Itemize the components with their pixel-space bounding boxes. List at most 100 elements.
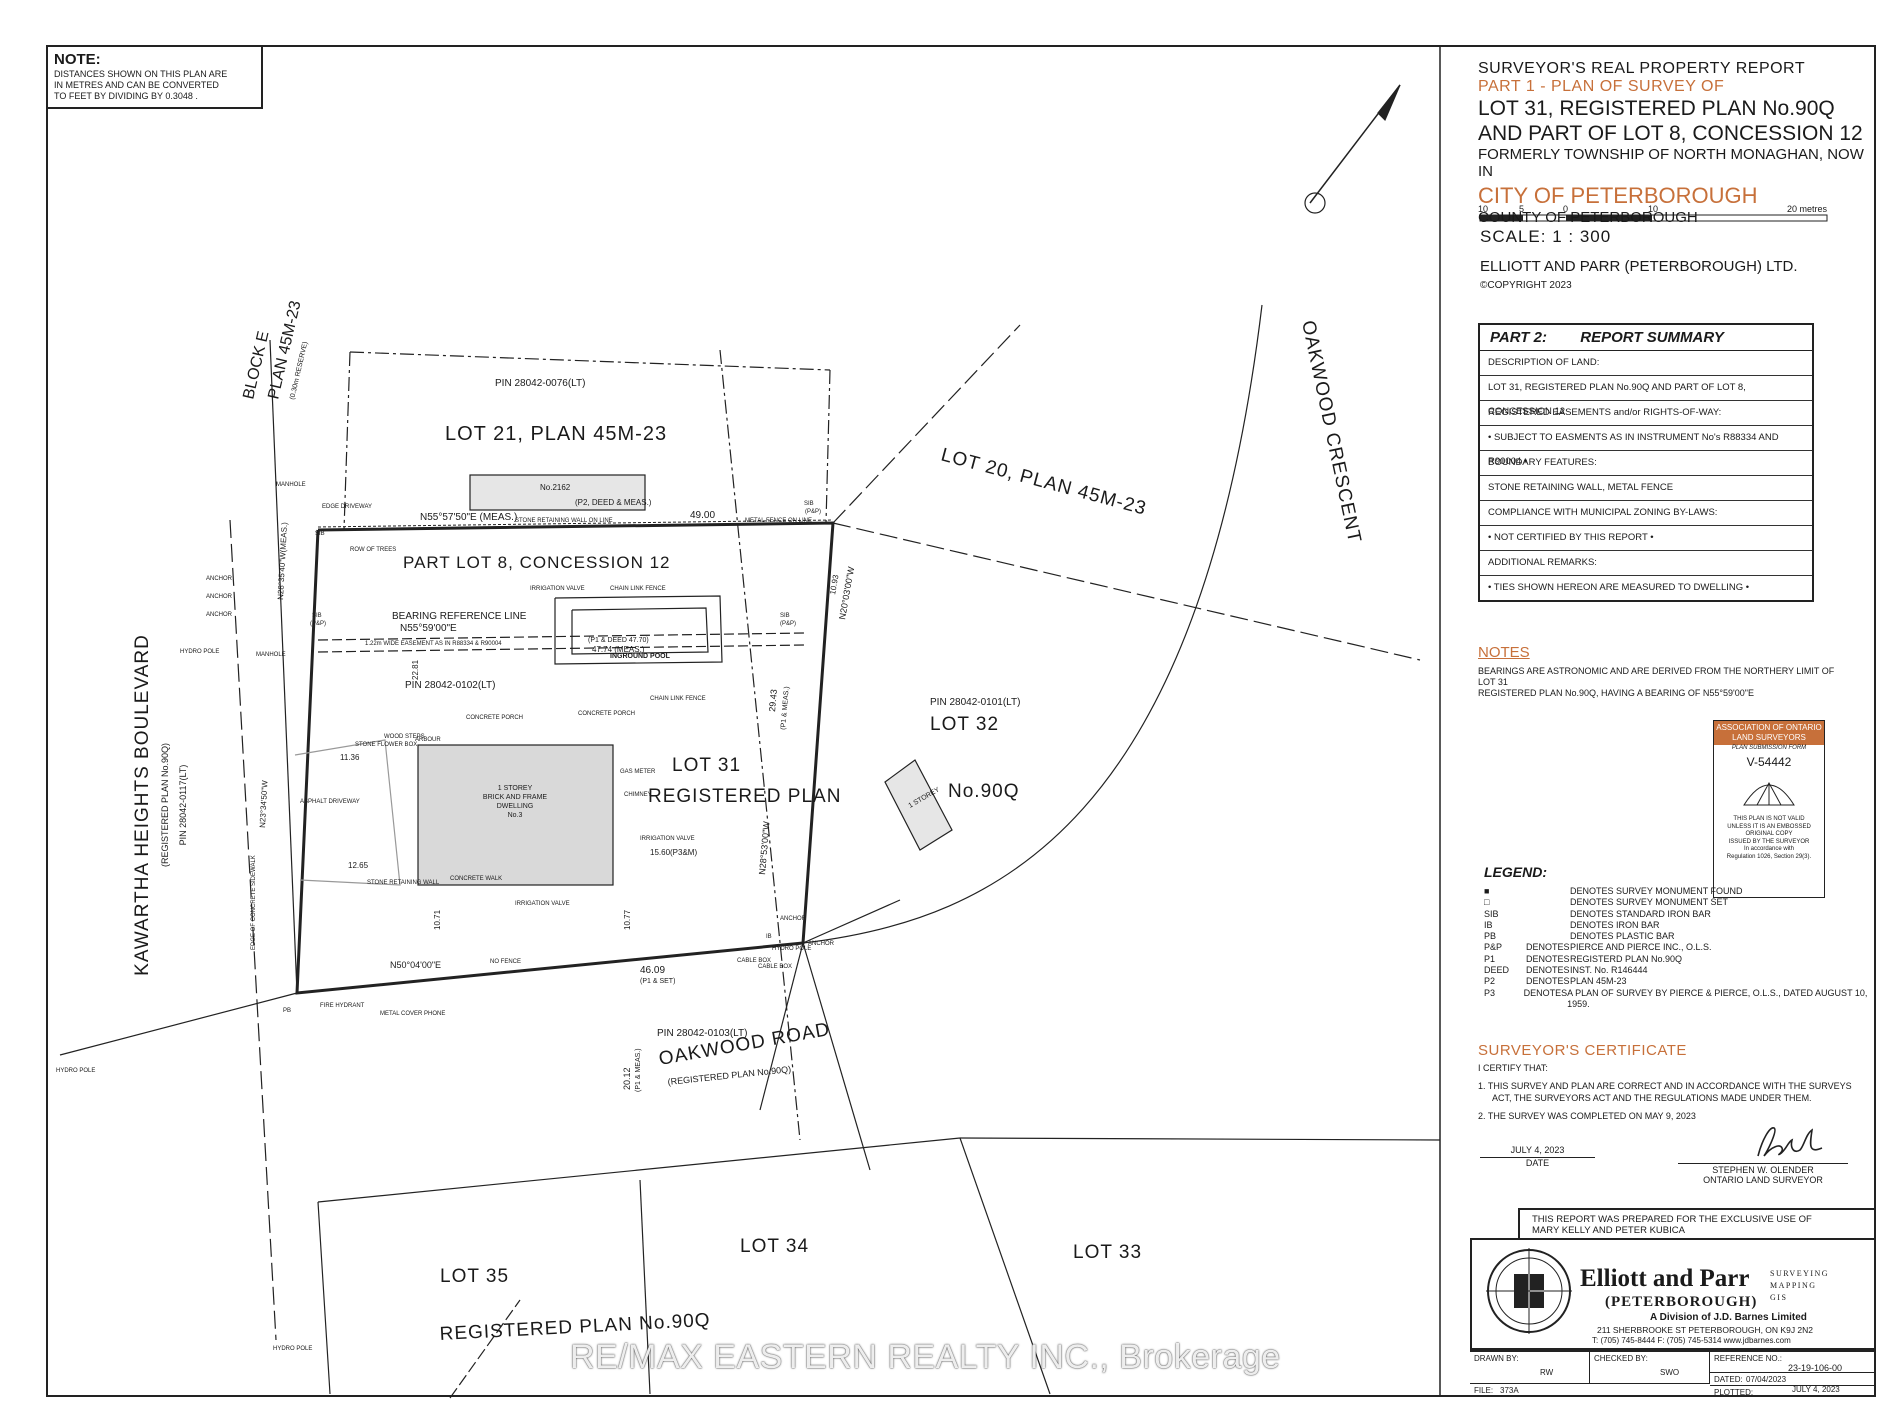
- tb-drawn-cell: [1470, 1352, 1590, 1384]
- east-note: (P1 & MEAS.): [780, 686, 791, 730]
- ne-dist: 10.93: [828, 574, 840, 596]
- legend-sym: P3: [1484, 987, 1496, 998]
- legend-word: DENOTES: [1523, 987, 1568, 998]
- anchor-4: ANCHOR: [780, 916, 807, 922]
- scale-tick-20: 20 metres: [1787, 204, 1828, 214]
- copyright-label: ©COPYRIGHT 2023: [1480, 280, 1572, 291]
- metal-phone: METAL COVER PHONE: [380, 1011, 445, 1017]
- legend-word: DENOTES: [1526, 976, 1570, 987]
- formerly-line: FORMERLY TOWNSHIP OF NORTH MONAGHAN, NOW…: [1478, 146, 1864, 180]
- chain-fence-2: CHAIN LINK FENCE: [650, 696, 706, 702]
- hydro-pole-3: HYDRO POLE: [273, 1346, 312, 1352]
- sib-nw: SIB: [315, 531, 325, 537]
- pin-0102: PIN 28042-0102(LT): [405, 680, 495, 691]
- aols-b1: THIS PLAN IS NOT VALID: [1733, 816, 1805, 822]
- tb-checked-cell: [1590, 1352, 1710, 1384]
- east-bearing: N28°53'00"W: [757, 820, 772, 875]
- title-block: SURVEYOR'S REAL PROPERTY REPORT PART 1 -…: [1478, 60, 1878, 226]
- legend-sym: DEED: [1484, 965, 1510, 976]
- aols-b6: Regulation 1026, Section 29(3).: [1726, 853, 1812, 860]
- cert-c1b: ACT, THE SURVEYORS ACT AND THE REGULATIO…: [1492, 1093, 1812, 1103]
- legend-heading: LEGEND:: [1484, 864, 1547, 880]
- asphalt-label: ASPHALT DRIVEWAY: [300, 799, 360, 805]
- note-line3: TO FEET BY DIVIDING BY 0.3048 .: [54, 91, 198, 101]
- south-bearing: N50°04'00"E: [390, 960, 441, 970]
- notes-line1: BEARINGS ARE ASTRONOMIC AND ARE DERIVED …: [1478, 666, 1835, 687]
- concrete-walk: CONCRETE WALK: [450, 876, 502, 882]
- aols-header: ASSOCIATION OF ONTARIO LAND SURVEYORS: [1714, 721, 1824, 745]
- firm-side1: SURVEYING: [1770, 1269, 1830, 1278]
- legend-word: [1526, 931, 1570, 942]
- bearing-ref: BEARING REFERENCE LINE: [392, 611, 527, 622]
- ib-label: IB: [766, 934, 772, 940]
- legend-item: □DENOTES SURVEY MONUMENT SET: [1484, 897, 1874, 908]
- anchor-2: ANCHOR: [206, 594, 233, 600]
- concrete-porch-1: CONCRETE PORCH: [466, 715, 523, 721]
- west-top-bearing: N28°35'40"W(MEAS.): [276, 522, 289, 601]
- legend-text: PIERCE AND PIERCE INC., O.L.S.: [1570, 942, 1712, 953]
- retaining-wall: STONE RETAINING WALL: [367, 880, 440, 886]
- summary-part: PART 2:: [1490, 329, 1547, 346]
- metal-fence-label: METAL FENCE ON LINE: [745, 518, 812, 524]
- part1-title: PART 1 - PLAN OF SURVEY OF: [1478, 78, 1725, 95]
- cert-certify: I CERTIFY THAT:: [1478, 1063, 1548, 1073]
- row-trees-label: ROW OF TREES: [350, 547, 396, 553]
- inground-label: INGROUND POOL: [610, 653, 671, 660]
- dim-2281: 22.81: [411, 659, 420, 680]
- irrigation-2: IRRIGATION VALVE: [640, 836, 695, 842]
- signature-date: JULY 4, 2023 DATE: [1480, 1145, 1595, 1168]
- cable-box-2: CABLE BOX: [758, 964, 792, 970]
- legend-text: DENOTES SURVEY MONUMENT FOUND: [1570, 886, 1743, 896]
- date-label: DATE: [1525, 1158, 1550, 1168]
- ref-value: 23-19-106-00: [1788, 1363, 1843, 1373]
- pp-e: (P&P): [780, 621, 796, 627]
- pin-0117: PIN 28042-0117(LT): [178, 765, 188, 846]
- west-bearing: N23°34'50"W: [258, 780, 270, 828]
- north-note: (P2, DEED & MEAS.): [575, 498, 652, 507]
- city-line: CITY OF PETERBOROUGH: [1478, 183, 1758, 208]
- plotted-value: JULY 4, 2023: [1792, 1385, 1840, 1394]
- sib-w: SIB: [312, 613, 322, 619]
- plotted-label: PLOTTED:: [1714, 1388, 1754, 1397]
- pin-0101: PIN 28042-0101(LT): [930, 697, 1020, 708]
- summary-row: REGISTERED EASEMENTS and/or RIGHTS-OF-WA…: [1480, 401, 1812, 426]
- chain-fence-1: CHAIN LINK FENCE: [610, 586, 666, 592]
- summary-row: LOT 31, REGISTERED PLAN No.90Q AND PART …: [1480, 376, 1812, 417]
- firm-logo-icon: [1486, 1248, 1572, 1334]
- dwelling-1: 1 STOREY: [498, 785, 533, 792]
- legend-word: [1526, 909, 1570, 920]
- legend-text: A PLAN OF SURVEY BY PIERCE & PIERCE, O.L…: [1567, 987, 1868, 1009]
- pool-dim2: 47.74 (MEAS.): [592, 645, 645, 654]
- legend-text: DENOTES IRON BAR: [1570, 919, 1660, 930]
- firm-side3: GIS: [1770, 1293, 1788, 1302]
- dated-label: DATED:: [1714, 1375, 1743, 1384]
- no90q-label: No.90Q: [948, 781, 1019, 802]
- dim-1265: 12.65: [348, 861, 369, 870]
- date-value: JULY 4, 2023: [1480, 1145, 1595, 1158]
- dim-1136: 11.36: [340, 753, 360, 762]
- anchor-3: ANCHOR: [206, 612, 233, 618]
- legend-text: DENOTES STANDARD IRON BAR: [1570, 908, 1711, 919]
- dim-1560: 15.60(P3&M): [650, 848, 697, 857]
- legend-text: INST. No. R146444: [1570, 965, 1648, 976]
- pin-0076: PIN 28042-0076(LT): [495, 378, 585, 389]
- drawn-value: RW: [1540, 1368, 1554, 1377]
- irrigation-3: IRRIGATION VALVE: [515, 901, 570, 907]
- reg-plan-label: REGISTERED PLAN: [648, 786, 841, 807]
- aols-b5: In accordance with: [1743, 846, 1795, 852]
- lot32-label: LOT 32: [930, 714, 999, 735]
- aols-stamp: ASSOCIATION OF ONTARIO LAND SURVEYORS PL…: [1713, 720, 1825, 898]
- stone-flower-box: STONE FLOWER BOX: [355, 742, 417, 748]
- note-heading: NOTE:: [54, 51, 101, 68]
- signature-icon: [1757, 1127, 1823, 1157]
- road-width: 20.12: [622, 1067, 632, 1090]
- drawn-label: DRAWN BY:: [1474, 1354, 1519, 1363]
- legend-text: PLAN 45M-23: [1570, 976, 1627, 987]
- summary-row: STONE RETAINING WALL, METAL FENCE: [1480, 476, 1812, 501]
- firm-sub: (PETERBOROUGH): [1605, 1294, 1758, 1310]
- lot20-label: LOT 20, PLAN 45M-23: [939, 445, 1149, 520]
- drawing-border: [46, 45, 1876, 1397]
- scale-tick-10: 10: [1478, 204, 1488, 214]
